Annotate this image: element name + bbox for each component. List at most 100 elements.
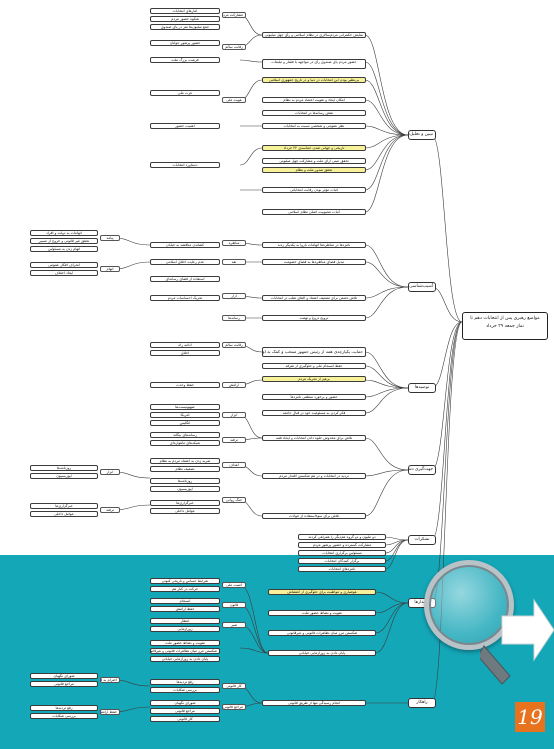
page-number: 19: [515, 702, 545, 732]
recommendation-item[interactable]: حفظ انسجام ملی و جلوگیری از تفرقه: [262, 363, 366, 369]
warning-item[interactable]: پایان دادن به زورآزمایی خیابانی: [268, 650, 376, 656]
pathology-leaf: عدم رعایت اخلاق اسلامی: [150, 259, 220, 265]
analysis-leaf: عزت ملی: [150, 90, 220, 96]
enemy-leaf: ضربه زدن به اعتماد مردم به نظام: [150, 458, 220, 464]
warning-item[interactable]: تقویت و نشاط حضور ملت: [268, 610, 376, 616]
enemy-leaf: انگلیس: [150, 420, 220, 426]
warning-leaf: حرکت در کنار هم: [150, 586, 220, 592]
warning-leaf: انسجام: [150, 598, 220, 604]
enemy-side: عوامل داخلی: [30, 511, 98, 517]
analysis-leaf: حضور پرشور جوانان: [150, 40, 220, 46]
thanks-item[interactable]: برگزار کنندگان انتخابات: [298, 558, 386, 564]
enemy-leaf: عوامل داخلی: [150, 508, 220, 514]
pathology-leaf: استفاده از فضای رسانه‌ای: [150, 276, 220, 282]
solution-leaf: کار قانونی: [150, 716, 220, 722]
recommendation-leaf: رقابت سالم: [222, 342, 246, 348]
pathology-item[interactable]: تلاش دشمن برای تضعیف اعتماد و القای تقلب…: [262, 295, 366, 301]
pathology-side: تحقق غیر قانونی و خروج از مسیر: [30, 238, 98, 244]
analysis-leaf: فرصت بزرگ ملت: [150, 57, 220, 63]
solution-leaf: شورای نگهبان: [150, 700, 220, 706]
pathology-leaf: آزار: [222, 293, 246, 299]
pathology-side: ایجاد اختلاف: [30, 270, 98, 276]
analysis-item[interactable]: امکان ایجاد و تقویت اعتماد مردم به نظام: [262, 97, 366, 103]
recommendation-item[interactable]: فکر کردن به مسئولیت خود در قبال جامعه: [262, 410, 366, 416]
thanks-item[interactable]: مشارکت گسترده و حضور پرشور مردم: [298, 542, 386, 548]
enemy-leaf: جنگ روانی: [222, 497, 246, 503]
pathology-leaf: کشاندن مناقشه به خیابان: [150, 242, 220, 248]
branch-pathology[interactable]: آسیب‌شناسی: [408, 282, 436, 292]
analysis-leaf: رقابت سالم: [222, 44, 246, 50]
analysis-leaf: جمع میلیون‌ها نفر در پای صندوق: [150, 24, 220, 30]
analysis-item[interactable]: نمایش حکمرانی مردم‌سالاری در نظام اسلامی…: [262, 32, 366, 38]
solution-side: رفع تردیدها: [30, 705, 98, 711]
analysis-item[interactable]: اثبات مؤثر بودن رقابت انتخاباتی: [262, 187, 366, 193]
enemy-item[interactable]: تلاش برای سوءاستفاده از حوادث: [262, 513, 366, 519]
pathology-item[interactable]: ترویج دروغ و تهمت: [262, 315, 366, 321]
warning-leaf: صبر: [222, 622, 246, 628]
analysis-leaf: مشارکت مردم: [222, 12, 246, 18]
enemy-leaf: ترفند: [222, 437, 246, 443]
warning-leaf: انتظار: [150, 618, 220, 624]
central-topic: مواضع رهبری پس از انتخابات دهم تا نماز ج…: [462, 312, 548, 340]
branch-thanks[interactable]: تشکرات: [408, 535, 436, 545]
solution-leaf: رفع تردیدها: [150, 679, 220, 685]
warning-leaf: حفظ آرامش: [150, 606, 220, 612]
enemy-leaf: رسانه‌های بیگانه: [150, 432, 220, 438]
recommendation-leaf: اخلاق: [150, 350, 220, 356]
magnifier-icon: [424, 560, 514, 650]
branch-analysis[interactable]: تبیین و تحلیل‌ها: [408, 130, 436, 140]
enemy-side: ترفند: [100, 507, 120, 513]
pathology-leaf: نقد: [222, 259, 246, 265]
enemy-leaf: روزنامه‌ها: [150, 478, 220, 484]
recommendation-item[interactable]: حمایت پکپارچه‌ی همه از رئیس جمهور منتخب …: [262, 347, 366, 357]
pathology-side: انحراف افکار عمومی: [30, 262, 98, 268]
warning-leaf: پایان دادن به زورآزمایی خیابانی: [150, 656, 220, 662]
analysis-leaf: هویت ملی: [222, 97, 246, 103]
pathology-leaf: تحریک احساسات مردم: [150, 295, 220, 301]
enemy-leaf: آمریکا: [150, 412, 220, 418]
solution-leaf: مراجع قانونی: [150, 708, 220, 714]
thanks-item[interactable]: دو ملیون و دو گروه هم‌دیگر را همراهی کرد…: [298, 534, 386, 540]
branch-enemy-direction[interactable]: جهت‌گیری دشمن: [408, 465, 436, 475]
enemy-leaf: تضعیف نظام: [150, 466, 220, 472]
enemy-side: خبرگزاری‌ها: [30, 503, 98, 509]
warning-leaf: قانون: [222, 602, 246, 608]
pathology-side: پیامد: [100, 235, 120, 241]
analysis-item[interactable]: تحقق صدور ملت و نظام: [262, 167, 366, 173]
recommendation-item[interactable]: پرهیز از تحریک مردم: [262, 376, 366, 382]
thanks-item[interactable]: مسئولین برگزاری انتخابات: [298, 550, 386, 556]
pathology-side: اتهامات به دولت و افراد: [30, 230, 98, 236]
solution-side: حفظ آرامش: [100, 709, 120, 715]
warning-item[interactable]: شکستن مرز میان تظاهرات قانونی و غیرقانون…: [268, 630, 376, 636]
magnifier-handle-icon: [480, 645, 511, 685]
analysis-item[interactable]: بی‌نظیر بودن این انتخابات در دنیا و در ت…: [262, 77, 366, 83]
solution-item[interactable]: انجام رسیدگی تنها از طریق قانونی: [262, 700, 366, 706]
analysis-item[interactable]: حضور مردم پای صندوق رأی در مواجهه با فشا…: [262, 59, 366, 69]
analysis-item[interactable]: نقش رسانه‌ها در انتخابات: [262, 110, 366, 116]
recommendation-item[interactable]: حضور و برخورد منطقی نامزدها: [262, 394, 366, 400]
recommendation-leaf: حفظ وحدت: [150, 382, 220, 388]
thanks-item[interactable]: نامزدهای انتخابات: [298, 566, 386, 572]
branch-recommendations[interactable]: توصیه‌ها: [408, 383, 436, 393]
solution-side: مراجع قانونی: [30, 681, 98, 687]
branch-solution[interactable]: راهکار: [408, 698, 436, 708]
enemy-item[interactable]: تردید در انتخابات و در هم شکستن اقتدار م…: [262, 473, 366, 479]
analysis-item[interactable]: نظر عمومی و شخصی نسبت به انتخابات: [262, 123, 366, 129]
analysis-item[interactable]: اثبات محبوبیت اصلی نظام اسلامی: [262, 209, 366, 215]
analysis-leaf: دستاورد انتخابات: [150, 162, 220, 168]
pathology-side: اتهام زدن به مسئولین: [30, 246, 98, 252]
warning-leaf: شکستن مرز میان تظاهرات قانونی و غیرقانون…: [150, 648, 220, 654]
solution-side: احترام به قانون: [100, 677, 120, 683]
solution-side: شورای نگهبان: [30, 673, 98, 679]
solution-side: بررسی شکایات: [30, 713, 98, 719]
solution-leaf: مراجع قانونی: [222, 704, 246, 710]
enemy-side: اپوزیسیون: [30, 473, 98, 479]
analysis-item[interactable]: تاریخی و جهانی شدن حماسه‌ی ۲۲ خرداد: [262, 145, 366, 151]
pathology-item[interactable]: تبدیل فضای مناظره‌ها به فضای خصومت: [262, 259, 366, 265]
analysis-item[interactable]: تحقق عینی آرای ملت و مشارکت چهل میلیونی: [262, 158, 366, 164]
pathology-item[interactable]: نامزدها در مناظره‌ها اتهامات ناروا به یک…: [262, 242, 366, 248]
enemy-item[interactable]: تلاش برای مخدوش جلوه دادن انتخابات و ایج…: [262, 435, 366, 441]
pathology-side: اتهام: [100, 266, 120, 272]
warning-item[interactable]: هوشیاری و مواظبت برای جلوگیری از اغتشاش: [268, 589, 376, 595]
enemy-leaf: شبکه‌های ماهواره‌ای: [150, 440, 220, 446]
